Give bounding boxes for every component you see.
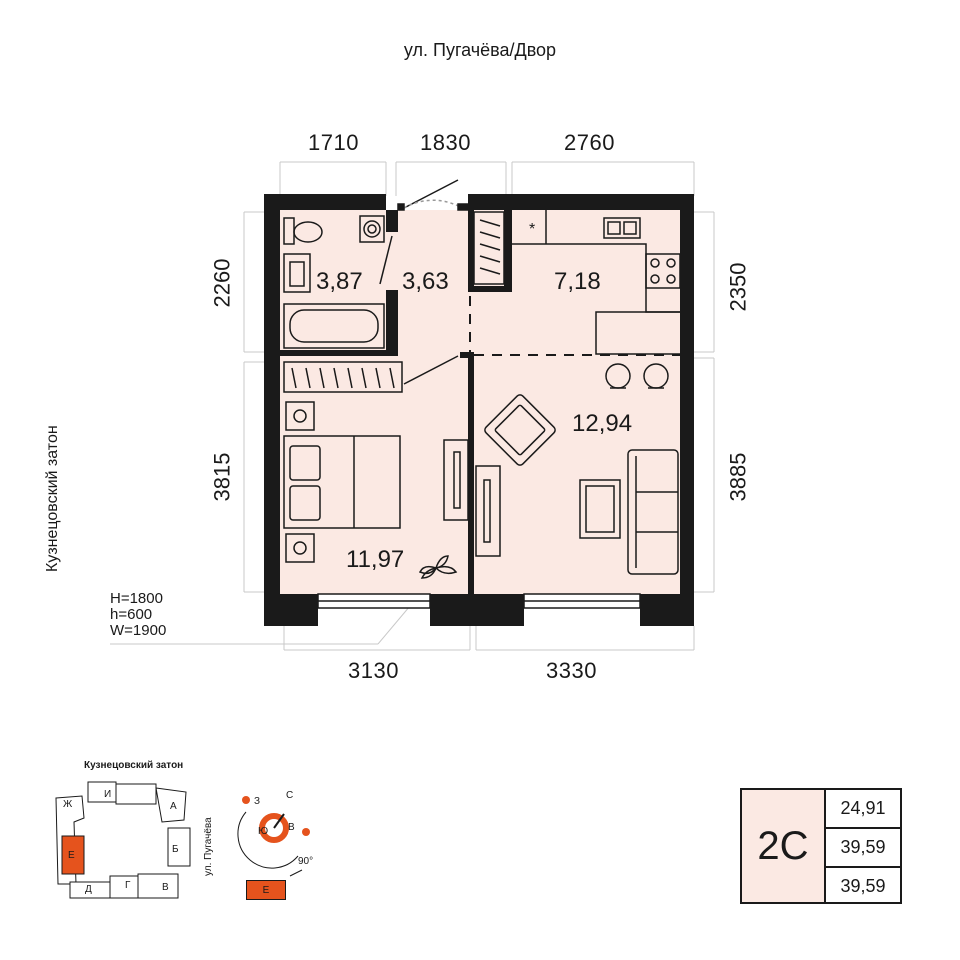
window-width: W=1900 [110,622,167,639]
bathroom-door [379,235,393,285]
bedroom-door [403,355,459,385]
site-plan-title: Кузнецовский затон [84,760,184,771]
area-hallway: 3,63 [402,268,449,295]
dim-top-1: 1710 [308,130,359,155]
site-section-g: Г [125,880,131,891]
site-section-v: В [162,882,169,893]
area-living-room: 12,94 [572,410,633,437]
dim-right-2: 3885 [725,452,751,502]
site-section-d: Д [85,884,92,895]
entry-door [397,179,469,211]
window-note: H=1800 h=600 W=1900 [110,591,166,639]
bedroom-furniture [283,401,469,563]
dim-left-2: 3815 [209,452,235,502]
apartment-type: 2C [742,790,826,902]
walls [264,194,694,626]
dim-bottom-1: 3130 [348,658,399,683]
dim-left-1: 2260 [209,258,235,308]
windows [317,593,641,609]
compass-north: С [286,790,294,801]
street-label: ул. Пугачёва/Двор [403,40,557,60]
living-furniture [475,363,679,575]
hallway-wardrobe [473,211,505,285]
dim-right-1: 2350 [725,262,751,312]
key-value-2: 39,59 [826,829,900,868]
compass-south: Ю [258,826,269,837]
sun-icon [242,796,250,804]
plant-icon [418,555,458,579]
site-section-zh: Ж [63,799,73,810]
dim-top-3: 2760 [564,130,615,155]
apartment-key: 2C 24,91 39,59 39,59 [740,788,902,904]
compass-east: В [288,822,295,833]
compass [237,796,310,877]
dim-top-2: 1830 [420,130,471,155]
key-value-3: 39,59 [840,876,886,896]
floor-fill [280,210,682,594]
area-bedroom: 11,97 [346,546,405,573]
bathroom-fixtures [283,215,385,349]
kitchen-fixtures [512,210,683,355]
site-plan-street: ул. Пугачёва [203,817,214,876]
area-bathroom: 3,87 [316,268,363,295]
key-value-1: 24,91 [826,790,900,829]
sun-icon [302,828,310,836]
dim-bottom-2: 3330 [546,658,597,683]
section-badge: Е [246,880,286,900]
site-section-a: А [170,801,177,812]
zone-lines [469,296,680,356]
compass-west: З [254,796,261,807]
window-sill: h=600 [110,606,153,623]
compass-angle: 90° [298,856,314,867]
site-plan [55,781,191,899]
bedroom-wardrobe [283,361,403,393]
snowflake-icon: * [529,221,535,238]
site-section-e: Е [68,850,75,861]
site-section-i: И [104,789,112,800]
area-kitchen: 7,18 [554,268,601,295]
site-section-b: Б [172,844,179,855]
window-height: H=1800 [110,590,163,607]
